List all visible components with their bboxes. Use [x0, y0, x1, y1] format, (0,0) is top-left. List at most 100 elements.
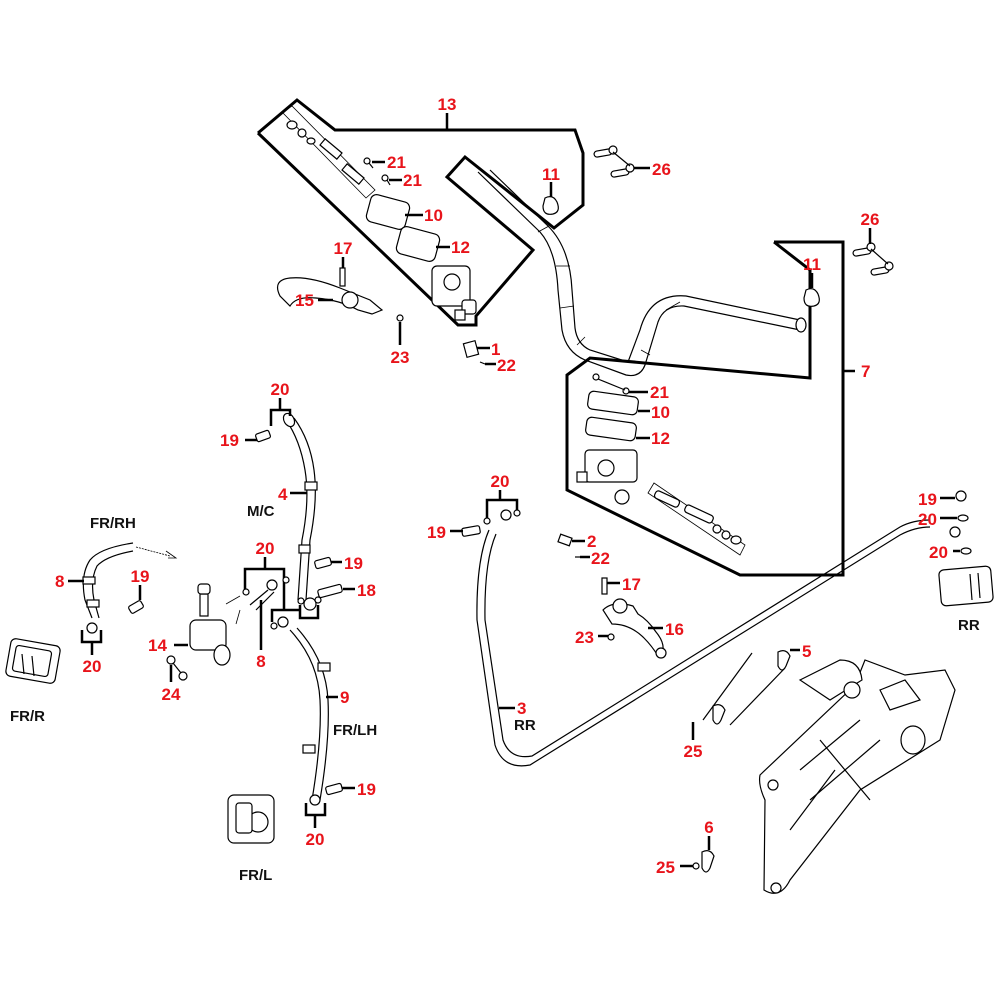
callout-8: 8: [55, 572, 64, 591]
location-labels: M/C FR/RH FR/R FR/LH FR/L RR RR: [10, 503, 980, 884]
caliper-rr: [938, 565, 994, 607]
switch-1: [462, 339, 496, 366]
callout-20: 20: [271, 380, 290, 399]
reservoir-cap-right: [587, 390, 650, 416]
callout-2: 2: [587, 532, 596, 551]
callout-11: 11: [542, 165, 560, 184]
callout-labels: 13 21 21 10 12 11 26 17 15 23 1 22 26 11…: [55, 95, 948, 877]
piston-kit-left: [281, 105, 376, 199]
callout-10: 10: [424, 206, 443, 225]
callout-24: 24: [162, 685, 181, 704]
callout-20: 20: [929, 543, 948, 562]
screw-21-right: [592, 373, 648, 395]
label-mc: M/C: [247, 503, 275, 520]
callout-25: 25: [656, 858, 675, 877]
assembly-box-13: [256, 98, 585, 327]
bracket-20-junction: [242, 557, 322, 630]
callout-26: 26: [861, 210, 880, 229]
bolt-19-mid: [314, 556, 342, 570]
hose-guide-5: [691, 648, 800, 740]
banjo-rear: [940, 490, 972, 555]
callout-17: 17: [334, 239, 353, 258]
callout-7: 7: [861, 362, 870, 381]
callout-11: 11: [803, 255, 821, 274]
label-fr-rh: FR/RH: [90, 515, 136, 532]
bracket-20-top: [269, 398, 292, 426]
footrest-bracket: [758, 659, 956, 894]
callout-21: 21: [403, 171, 422, 190]
callout-25: 25: [684, 742, 703, 761]
callout-21: 21: [387, 153, 406, 172]
caliper-fr-r: [5, 638, 61, 684]
clamp-11-left: [542, 182, 559, 215]
bolt-19-top: [245, 429, 271, 443]
callout-12: 12: [651, 429, 670, 448]
callout-20: 20: [256, 539, 275, 558]
callout-9: 9: [340, 688, 349, 707]
callout-19: 19: [918, 490, 937, 509]
master-cylinder-left: [431, 265, 477, 321]
switch-2: [557, 533, 590, 559]
brake-lever-15: [277, 277, 384, 315]
callout-1: 1: [491, 340, 500, 359]
piston-kit-right: [647, 482, 746, 556]
pivot-bolt-17-right: [601, 577, 620, 595]
nut-23-left: [396, 314, 404, 345]
bolts-26-top: [593, 145, 650, 178]
brake-hose-9: [289, 627, 338, 828]
assembly-box-7: [565, 240, 855, 577]
label-rr-caliper: RR: [958, 617, 980, 634]
callout-20: 20: [918, 510, 937, 529]
brake-hose-4: [282, 412, 318, 601]
callout-20: 20: [83, 657, 102, 676]
callout-12: 12: [451, 238, 470, 257]
label-rr-hose: RR: [514, 717, 536, 734]
callout-13: 13: [438, 95, 457, 114]
caliper-fr-l: [227, 794, 275, 844]
callout-19: 19: [427, 523, 446, 542]
clamp-11-right: [803, 273, 820, 307]
diaphragm-left: [395, 226, 450, 262]
callout-22: 22: [591, 549, 610, 568]
callout-16: 16: [665, 620, 684, 639]
callout-19: 19: [357, 780, 376, 799]
label-fr-r: FR/R: [10, 708, 45, 725]
callout-26: 26: [652, 160, 671, 179]
callout-10: 10: [651, 403, 670, 422]
callout-4: 4: [278, 485, 288, 504]
bracket-20-rear: [483, 490, 521, 525]
bolts-26-right: [852, 228, 894, 276]
bolt-19-rear-top: [450, 525, 481, 537]
label-fr-lh: FR/LH: [333, 722, 377, 739]
nut-23-right: [598, 633, 615, 641]
bolt-18: [317, 583, 355, 599]
callout-20: 20: [306, 830, 325, 849]
callout-21: 21: [650, 383, 669, 402]
reservoir-cap-left: [365, 194, 423, 230]
brake-lever-16: [602, 598, 667, 659]
brake-hose-8-short: [225, 589, 275, 650]
callout-17: 17: [622, 575, 641, 594]
callout-15: 15: [295, 291, 314, 310]
handlebar: [477, 169, 807, 377]
callout-19: 19: [344, 554, 363, 573]
hose-guide-6: [680, 836, 715, 873]
pivot-bolt-17-left: [339, 257, 346, 287]
bolt-19-fr-rh: [128, 585, 144, 614]
callout-19: 19: [131, 567, 150, 586]
callout-5: 5: [802, 642, 811, 661]
callout-19: 19: [220, 431, 239, 450]
callout-20: 20: [491, 472, 510, 491]
callout-6: 6: [704, 818, 713, 837]
callout-22: 22: [497, 356, 516, 375]
joint-14: [166, 583, 231, 682]
callout-14: 14: [148, 636, 167, 655]
brake-hose-3-rear: [476, 519, 931, 767]
label-fr-l: FR/L: [239, 867, 272, 884]
callout-23: 23: [391, 348, 410, 367]
screw-21-left: [363, 157, 402, 186]
diaphragm-right: [585, 416, 650, 442]
master-cylinder-right: [576, 449, 638, 505]
brake-hose-8-fr-rh: [68, 542, 178, 655]
bolt-19-fr-lh: [325, 782, 355, 796]
